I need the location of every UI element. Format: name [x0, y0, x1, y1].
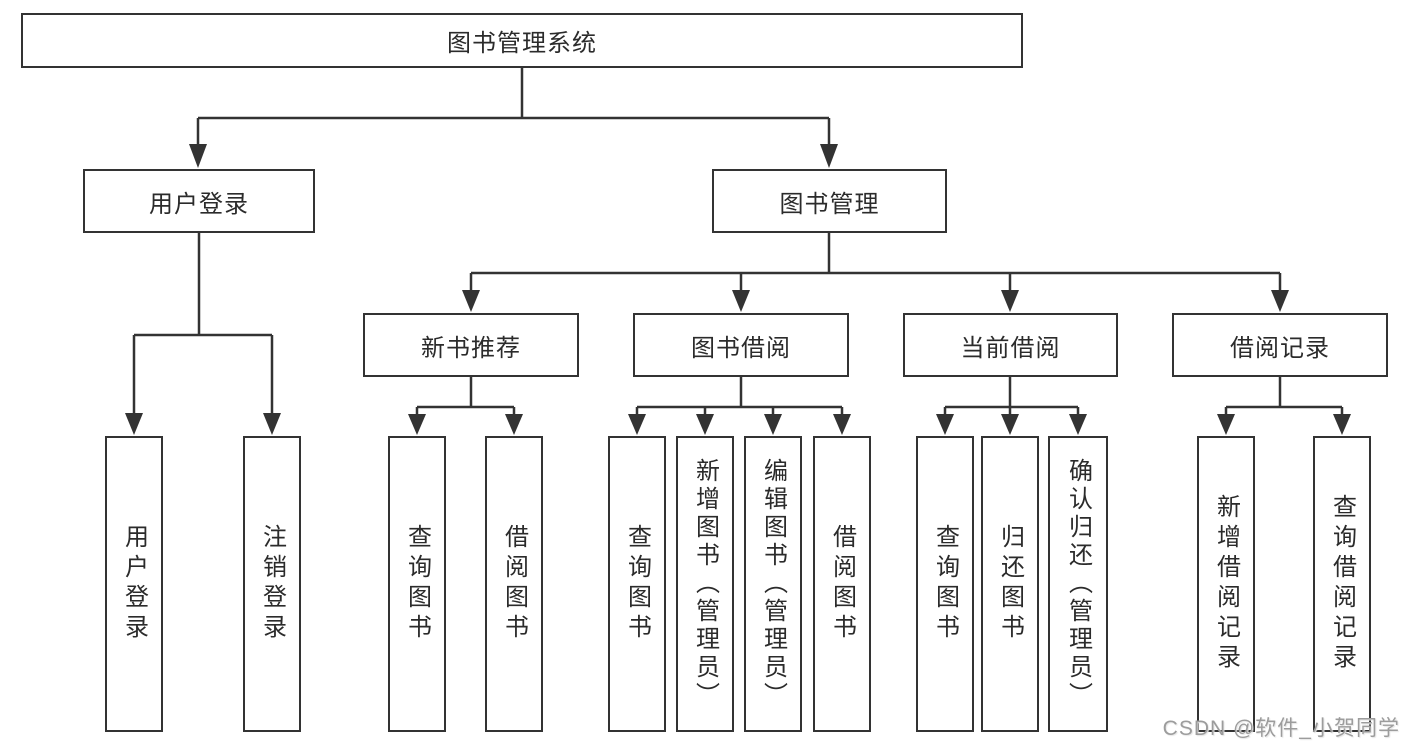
- csdn-watermark: CSDN @软件_小贺同学: [1162, 717, 1400, 740]
- leaf-logout: 注销登录: [243, 436, 301, 732]
- leaf-current-confirm-return-admin: 确认归还（管理员）: [1048, 436, 1108, 732]
- leaf-newbook-query-books: 查询图书: [388, 436, 446, 732]
- leaf-current-return-books: 归还图书: [981, 436, 1039, 732]
- leaf-borrowing-query-books: 查询图书: [608, 436, 666, 732]
- node-library-management-system: 图书管理系统: [21, 13, 1023, 68]
- leaf-borrowing-borrow-books: 借阅图书: [813, 436, 871, 732]
- leaf-newbook-borrow-books: 借阅图书: [485, 436, 543, 732]
- node-book-borrowing: 图书借阅: [633, 313, 849, 377]
- leaf-user-login: 用户登录: [105, 436, 163, 732]
- node-user-login: 用户登录: [83, 169, 315, 233]
- leaf-records-query-borrow-record: 查询借阅记录: [1313, 436, 1371, 732]
- leaf-borrowing-edit-books-admin: 编辑图书（管理员）: [744, 436, 802, 732]
- node-borrow-records: 借阅记录: [1172, 313, 1388, 377]
- leaf-current-query-books: 查询图书: [916, 436, 974, 732]
- node-book-management: 图书管理: [712, 169, 947, 233]
- node-current-borrowing: 当前借阅: [903, 313, 1118, 377]
- leaf-borrowing-add-books-admin: 新增图书（管理员）: [676, 436, 734, 732]
- leaf-records-add-borrow-record: 新增借阅记录: [1197, 436, 1255, 732]
- node-new-book-recommendation: 新书推荐: [363, 313, 579, 377]
